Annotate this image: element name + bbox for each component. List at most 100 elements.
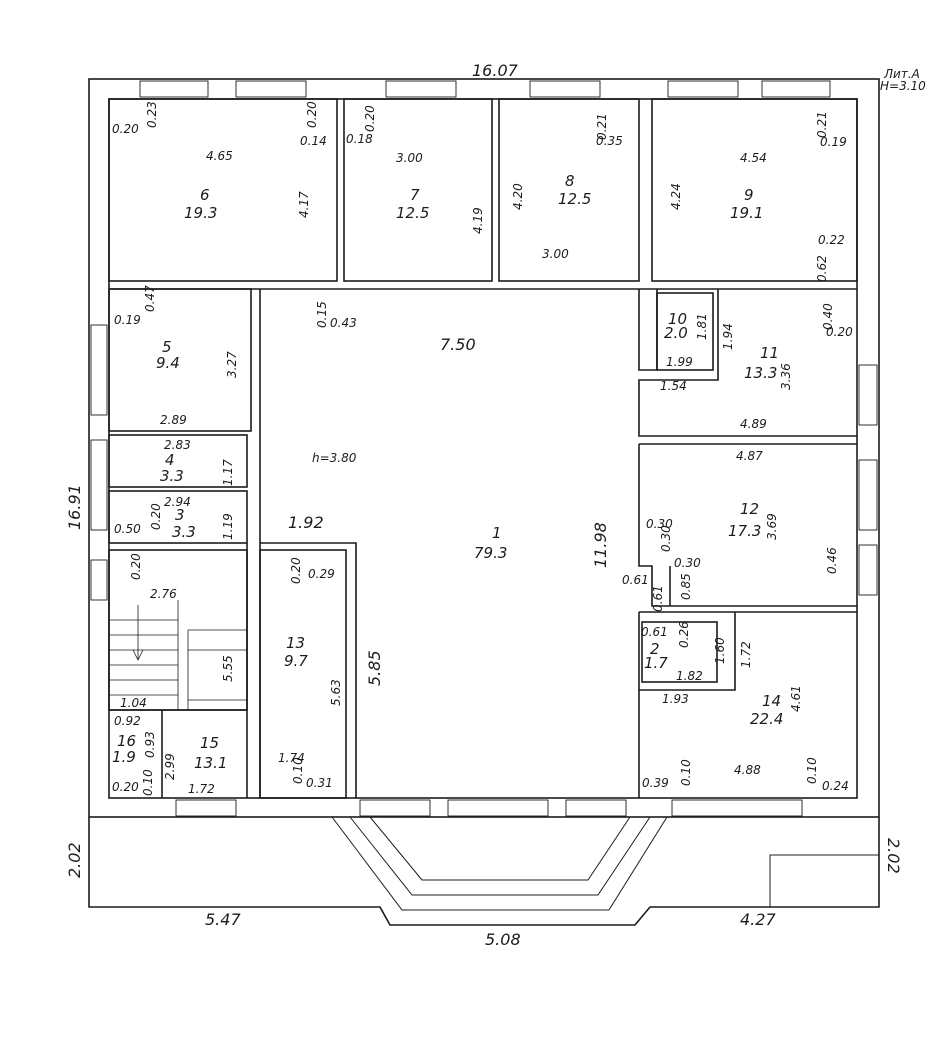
dim-label: 2.99 [163,753,177,780]
dim-label: 1.74 [278,751,305,765]
room-15-number: 15 [200,734,219,752]
dim-label: 0.40 [821,303,835,330]
window-left-2 [90,439,108,531]
dim-label: 0.20 [826,325,853,339]
room-1-number: 1 [492,524,502,542]
dim-label: 0.14 [300,134,327,148]
dim-label: 1.82 [676,669,703,683]
window-top-6 [761,80,831,98]
dim-label: 1.93 [662,692,689,706]
dim-label: 0.31 [306,776,333,790]
dim-label: 0.62 [815,255,829,282]
dim-label: 4.19 [471,207,485,234]
room-10-number: 10 [668,310,687,328]
room-11-number: 11 [760,344,779,362]
room-11-area: 13.3 [744,364,777,382]
dim-label: 0.46 [825,547,839,574]
dim-label: 0.19 [114,313,141,327]
dim-top: 16.07 [472,61,519,80]
dim-label: 4.24 [669,183,683,210]
window-bottom-1 [175,799,237,817]
dim-label: 0.30 [659,525,673,552]
dim-label: 0.43 [330,316,357,330]
dim-label: 3.69 [765,513,779,540]
dim-label: 0.61 [641,625,668,639]
dim-label: 0.30 [674,556,701,570]
room-12-number: 12 [740,500,759,518]
dim-label: 4.61 [789,685,803,712]
dim-label: 0.22 [818,233,845,247]
dim-label: 0.85 [679,573,693,600]
dim-label: 0.23 [145,101,159,128]
dim-porch-right: 2.02 [884,838,903,874]
dim-label: 11.98 [591,522,610,568]
window-left-3 [90,559,108,601]
dim-label: 0.20 [129,553,143,580]
dim-label: 1.60 [713,637,727,664]
dim-label: 0.39 [642,776,669,790]
dim-label: 4.88 [734,763,761,777]
room-1-area: 79.3 [474,544,507,562]
window-top-4 [529,80,601,98]
room-16-number: 16 [117,732,136,750]
dim-label: 2.94 [164,495,191,509]
dim-label: 1.19 [221,513,235,540]
dim-label: 0.15 [315,301,329,328]
room-4-area: 3.3 [160,467,184,485]
dim-label: 0.92 [114,714,141,728]
dim-label: 3.00 [396,151,423,165]
dim-label: 1.72 [739,641,753,668]
window-bottom-4 [565,799,627,817]
room-15-area: 13.1 [194,754,227,772]
dim-label: 0.29 [308,567,335,581]
dim-label: 0.20 [112,122,139,136]
room-12-area: 17.3 [728,522,761,540]
dim-label: 1.81 [695,313,709,340]
dim-label: 4.87 [736,449,763,463]
dim-label: 4.17 [297,191,311,218]
dim-label: 0.61 [622,573,649,587]
windows [90,80,878,817]
window-top-1 [139,80,209,98]
dim-label: 0.19 [820,135,847,149]
room-14-area: 22.4 [750,710,783,728]
room-8-area: 12.5 [558,190,591,208]
window-left-1 [90,324,108,416]
dim-label: 2.89 [160,413,187,427]
dim-label: 0.20 [289,557,303,584]
room-7-area: 12.5 [396,204,429,222]
room-5-number: 5 [162,338,172,356]
dim-bottom-center: 5.08 [485,930,521,949]
window-bottom-2 [359,799,431,817]
dim-label: 4.65 [206,149,233,163]
room-16-area: 1.9 [112,748,136,766]
dim-label: 0.21 [595,113,609,140]
interior-walls [108,98,858,799]
window-right-2 [858,459,878,531]
window-top-2 [235,80,307,98]
dim-label: 5.55 [221,655,235,682]
staircase [109,600,247,710]
dim-label: 1.17 [221,459,235,486]
dim-label: 2.83 [164,438,191,452]
dim-label: 0.10 [805,757,819,784]
dim-label: 0.61 [651,585,665,612]
room-14-number: 14 [762,692,781,710]
dim-label: 0.93 [143,731,157,758]
room-6-number: 6 [200,186,210,204]
dim-label: 2.76 [150,587,177,601]
dim-label: 0.20 [149,503,163,530]
room-10-area: 2.0 [664,324,688,342]
dim-label: 0.21 [815,111,829,138]
dim-label: 0.47 [143,285,157,312]
labels: Лит.А Н=3.10 16.07 16.91 5.47 5.08 4.27 … [65,61,926,949]
window-right-1 [858,364,878,426]
dim-label: 0.24 [822,779,849,793]
dim-label: 0.50 [114,522,141,536]
dim-label: 0.10 [679,759,693,786]
stamp-line-2: Н=3.10 [880,79,926,93]
dim-label: 0.20 [305,101,319,128]
room-4-number: 4 [165,451,175,469]
dim-label: 0.35 [596,134,623,148]
